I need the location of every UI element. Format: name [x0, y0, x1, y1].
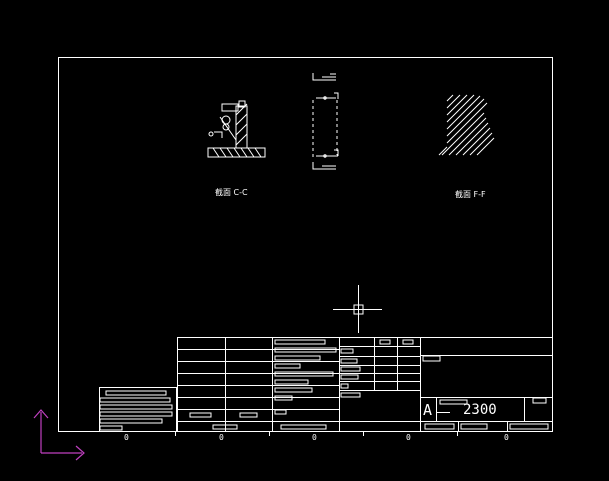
zone-marker-3: 0	[312, 433, 317, 442]
zone-marker-1: 0	[124, 433, 129, 442]
title-block[interactable]	[99, 337, 553, 432]
drawing-number: 2300	[463, 402, 497, 418]
crosshair-cursor-icon	[333, 285, 382, 333]
zone-marker-2: 0	[219, 433, 224, 442]
section-ff-view[interactable]	[438, 94, 495, 156]
section-cc-view[interactable]	[207, 100, 266, 158]
middle-detail-view[interactable]	[312, 73, 339, 170]
zone-ticks	[175, 431, 458, 436]
section-cc-label: 截面 C-C	[215, 188, 248, 197]
section-ff-label: 截面 F-F	[455, 190, 486, 199]
ucs-axis-icon	[33, 409, 85, 461]
zone-marker-4: 0	[406, 433, 411, 442]
drawing-border	[58, 57, 553, 432]
size-code: A	[423, 401, 433, 419]
zone-marker-5: 0	[504, 433, 509, 442]
